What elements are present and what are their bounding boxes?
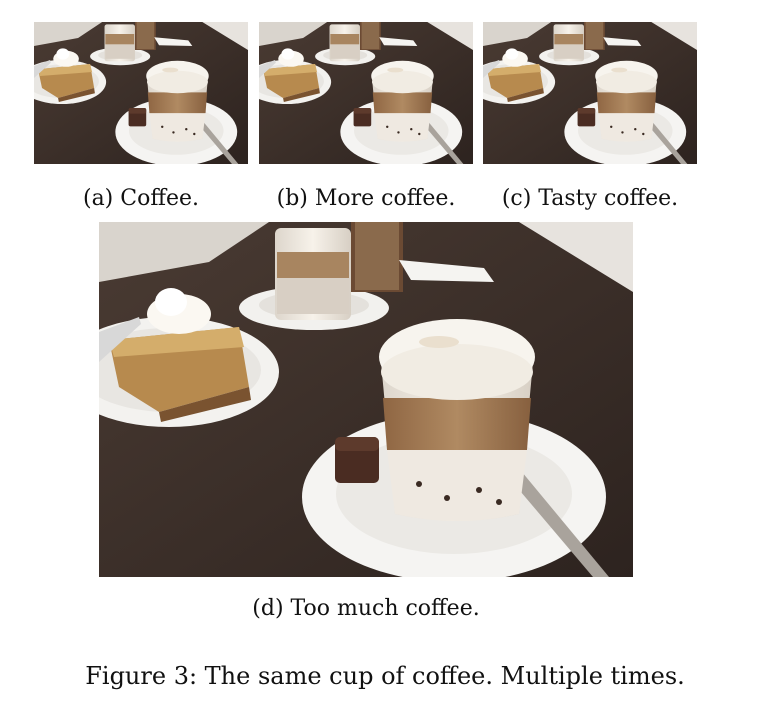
subfigure-a-caption: (a) Coffee. xyxy=(82,186,199,211)
subfigure-d-image xyxy=(99,222,633,577)
subfigure-d-caption: (d) Too much coffee. xyxy=(252,596,480,621)
subfigure-b-caption: (b) More coffee. xyxy=(276,186,456,211)
subfigure-c-caption: (c) Tasty coffee. xyxy=(501,186,679,211)
figure-caption: Figure 3: The same cup of coffee. Multip… xyxy=(85,662,685,690)
subfigure-b-image xyxy=(259,22,473,164)
subfigure-a-image xyxy=(34,22,248,164)
subfigure-c-image xyxy=(483,22,697,164)
